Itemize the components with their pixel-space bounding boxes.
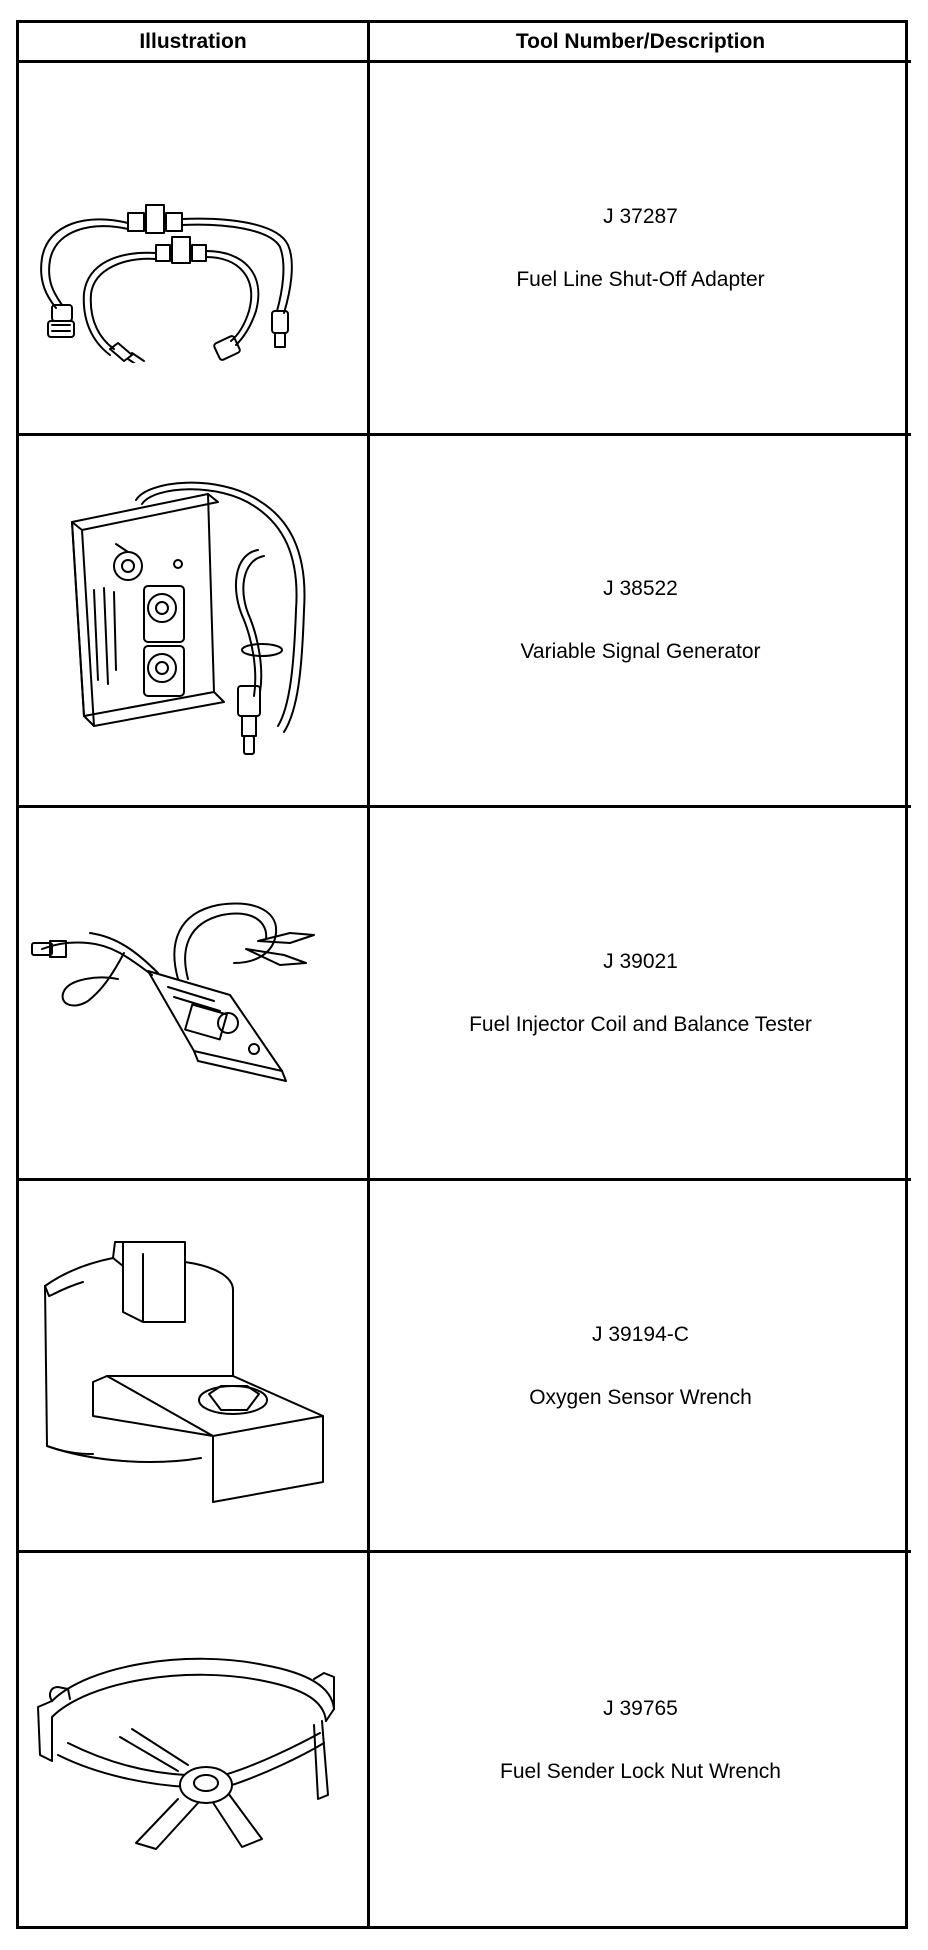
tool-description-cell: J 39765 Fuel Sender Lock Nut Wrench (370, 1553, 911, 1926)
tool-illustration-cell (19, 63, 370, 436)
tool-description: Fuel Injector Coil and Balance Tester (469, 1012, 812, 1036)
tool-number: J 39021 (603, 949, 678, 973)
fuel-line-adapter-icon (28, 133, 358, 363)
tool-description: Oxygen Sensor Wrench (529, 1385, 752, 1409)
injector-tester-icon (28, 883, 358, 1103)
tool-number: J 39194-C (592, 1322, 689, 1346)
signal-generator-icon (58, 470, 328, 770)
tool-number: J 37287 (603, 204, 678, 228)
tool-illustration-cell (19, 808, 370, 1181)
tool-illustration-cell (19, 1553, 370, 1926)
tool-description: Variable Signal Generator (520, 640, 761, 664)
header-tool-number-description: Tool Number/Description (370, 23, 911, 63)
tool-illustration-cell (19, 435, 370, 809)
lock-nut-wrench-icon (28, 1625, 358, 1855)
tool-number: J 39765 (603, 1696, 678, 1720)
oxygen-sensor-wrench-icon (33, 1226, 353, 1506)
tool-description-cell: J 38522 Variable Signal Generator (370, 436, 911, 809)
tool-description-cell: J 37287 Fuel Line Shut-Off Adapter (370, 63, 911, 436)
tool-description-cell: J 39194-C Oxygen Sensor Wrench (370, 1181, 911, 1554)
tool-table: Illustration Tool Number/Description (16, 20, 911, 1929)
tool-description: Fuel Sender Lock Nut Wrench (500, 1759, 781, 1783)
tool-number: J 38522 (603, 577, 678, 601)
tool-description: Fuel Line Shut-Off Adapter (516, 267, 765, 291)
header-illustration: Illustration (19, 23, 370, 63)
tool-illustration-cell (19, 1180, 370, 1554)
tool-description-cell: J 39021 Fuel Injector Coil and Balance T… (370, 808, 911, 1181)
